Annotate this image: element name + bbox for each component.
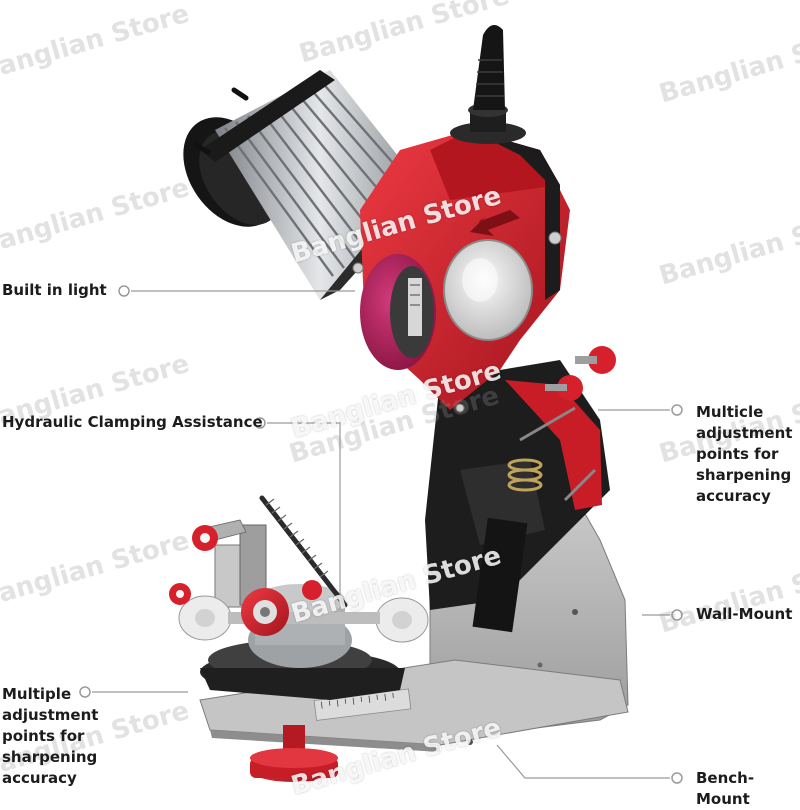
callout-line-hydraulic: [267, 422, 341, 600]
callout-dot-multiple-right: [671, 404, 683, 416]
operating-handle: [450, 25, 526, 144]
callout-dot-hydraulic: [254, 417, 266, 429]
callout-multiple-adjustment-left: Multiple adjustment points for sharpenin…: [2, 685, 99, 787]
clamp-vise-assembly: [169, 495, 429, 700]
callout-bench-mount: Bench-Mount: [696, 769, 755, 808]
callout-multiple-adjustment-right: Multicle adjustment points for sharpenin…: [696, 403, 793, 505]
foot-adjust-knob: [250, 725, 338, 782]
callout-wall-mount: Wall-Mount: [696, 605, 793, 623]
callout-dot-built-in-light: [118, 285, 130, 297]
grinding-wheel: [360, 254, 436, 370]
callout-hydraulic-clamping: Hydraulic Clamping Assistance: [2, 413, 263, 431]
pivot-arm: [425, 346, 616, 633]
callout-lines: [79, 285, 683, 784]
callout-line-bench-mount: [496, 744, 670, 779]
callout-built-in-light: Built in light: [2, 281, 107, 299]
callout-dot-multiple-left: [79, 686, 91, 698]
callout-dot-bench-mount: [671, 772, 683, 784]
callout-dot-wall-mount: [671, 609, 683, 621]
